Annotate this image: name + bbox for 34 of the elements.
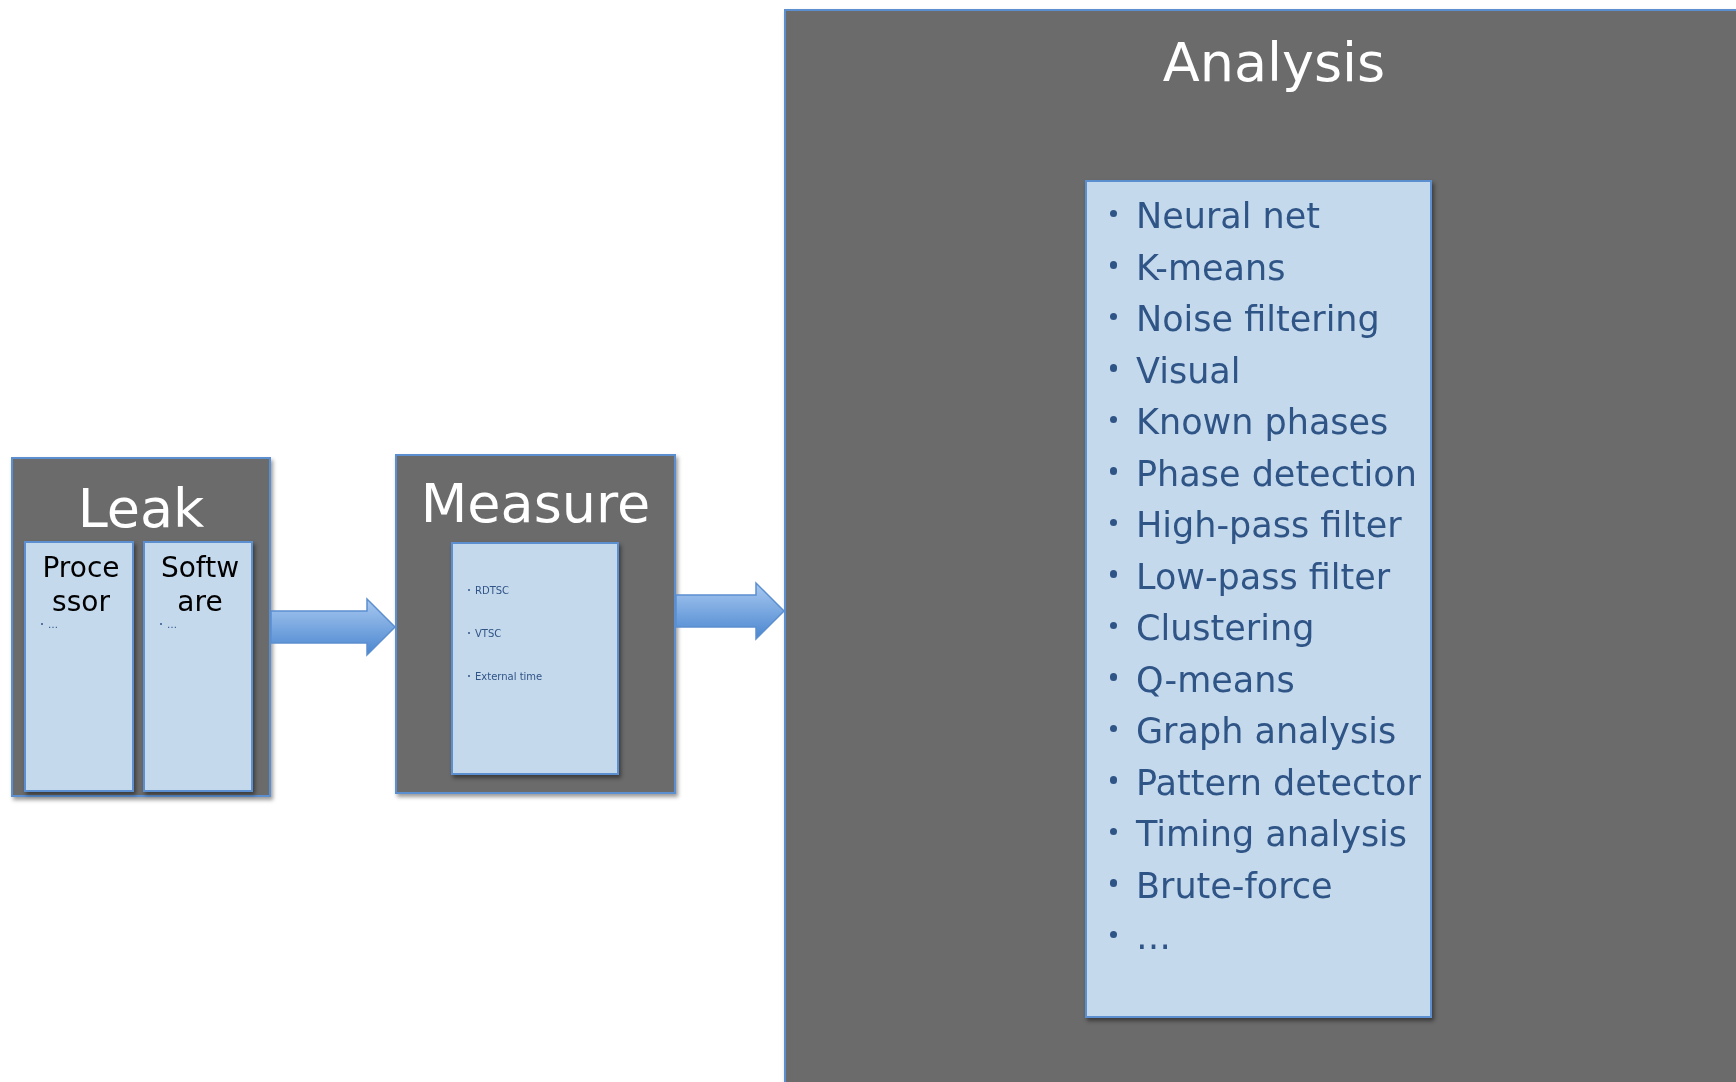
list-item: Brute-force	[1101, 863, 1422, 909]
list-item: Known phases	[1101, 400, 1422, 446]
list-item: …	[157, 618, 243, 632]
list-item: K-means	[1101, 245, 1422, 291]
stage-title: Analysis	[1162, 31, 1386, 94]
list-item: Pattern detector	[1101, 760, 1422, 806]
box-heading: Software	[159, 551, 241, 619]
block-arrow	[270, 597, 397, 657]
list-item: Clustering	[1101, 606, 1422, 652]
list-item: Neural net	[1101, 194, 1422, 240]
stage-box	[395, 454, 676, 794]
list-item: Low-pass filter	[1101, 554, 1422, 600]
list-box	[451, 542, 619, 775]
stage-box	[11, 457, 271, 797]
list-box	[1085, 180, 1432, 1018]
list-item: RDTSC	[465, 584, 609, 597]
list-item: External time	[465, 670, 609, 683]
list-item: Phase detection	[1101, 451, 1422, 497]
list-item: …	[1101, 915, 1422, 961]
list-item: Graph analysis	[1101, 709, 1422, 755]
list-box	[24, 541, 134, 792]
stage-title: Leak	[77, 477, 205, 540]
list-item: Timing analysis	[1101, 812, 1422, 858]
list-item: Visual	[1101, 348, 1422, 394]
list-item: Noise filtering	[1101, 297, 1422, 343]
list-item: …	[38, 618, 124, 632]
list-item: High-pass filter	[1101, 503, 1422, 549]
stage-box	[784, 9, 1736, 1082]
list-box	[143, 541, 253, 792]
list-item: Q-means	[1101, 657, 1422, 703]
block-arrow	[675, 581, 786, 641]
box-heading: Processor	[41, 551, 121, 619]
list-item: VTSC	[465, 627, 609, 640]
stage-title: Measure	[420, 472, 651, 535]
